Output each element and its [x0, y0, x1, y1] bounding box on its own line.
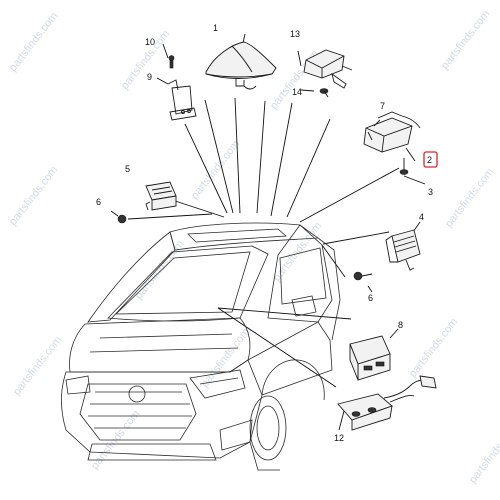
callout-10: 10 [145, 37, 155, 47]
callout-9: 9 [147, 72, 152, 82]
part-6-bolt-left [110, 210, 127, 224]
watermark: partsfinds.com [133, 238, 186, 302]
callout-2: 2 [427, 155, 432, 165]
watermark: partsfinds.com [7, 10, 60, 74]
part-13-antenna-module [303, 49, 353, 89]
watermark: partsfinds.com [407, 316, 460, 380]
part-10-bolt [168, 55, 175, 69]
vehicle-outline [61, 222, 341, 471]
watermark: partsfinds.com [11, 334, 64, 398]
part-5-module [145, 181, 177, 211]
callout-5: 5 [125, 164, 130, 174]
callout-2-highlight [423, 151, 438, 168]
callout-8: 8 [398, 320, 403, 330]
callout-13: 13 [290, 29, 300, 39]
watermark: partsfinds.com [189, 138, 242, 202]
callout-7: 7 [380, 101, 385, 111]
watermark: partsfinds.com [467, 422, 500, 486]
part-8-usb-module [349, 335, 391, 381]
watermark: partsfinds.com [439, 8, 492, 72]
callout-4: 4 [419, 212, 424, 222]
part-12-usb-harness [337, 375, 437, 431]
callout-6-left: 6 [96, 197, 101, 207]
watermark: partsfinds.com [7, 164, 60, 228]
part-9-bracket [167, 79, 197, 121]
watermark: partsfinds.com [443, 166, 496, 230]
callout-numbers: 1 2 3 4 5 6 6 7 8 9 10 12 13 14 [96, 23, 433, 443]
callout-12: 12 [334, 433, 344, 443]
callout-3: 3 [428, 187, 433, 197]
part-7-amplifier [363, 111, 421, 153]
part-14-screw [319, 88, 329, 98]
part-3-screw [399, 158, 409, 175]
callout-14: 14 [292, 87, 302, 97]
part-4-module [385, 229, 421, 271]
leader-lines [127, 33, 426, 431]
callout-1: 1 [213, 23, 218, 33]
part-1-shark-fin-antenna [205, 41, 277, 90]
part-6-bolt-right [353, 271, 373, 281]
callout-6-right: 6 [368, 293, 373, 303]
